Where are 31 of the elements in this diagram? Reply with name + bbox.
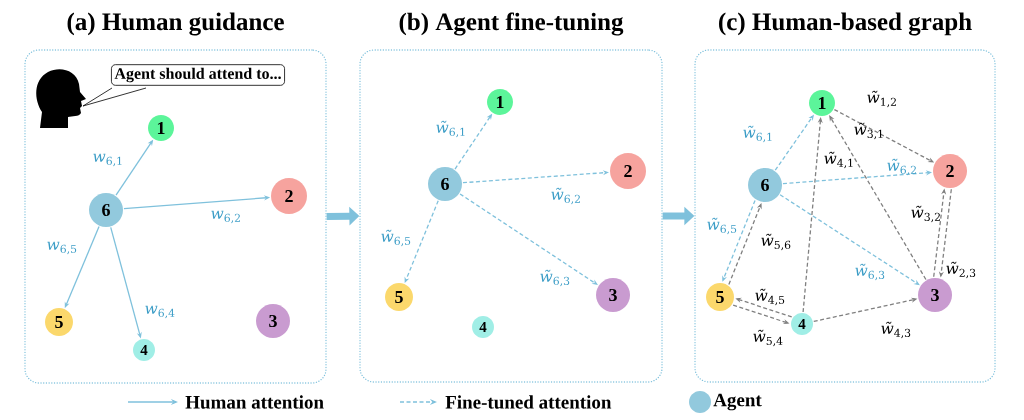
- edge-label: w̃$_{3,1}$: [854, 122, 883, 140]
- edge-label: w̃$_{5,6}$: [761, 233, 791, 251]
- edge-label: w̃$_{6,5}$: [707, 217, 737, 235]
- edge-label: w̃$_{4,1}$: [824, 151, 853, 169]
- edge-label: w̃$_{6,2}$: [551, 187, 580, 205]
- panel-title: (a) Human guidance: [67, 12, 284, 36]
- arrow: [829, 115, 927, 281]
- edge-label: w$_{6,4}$: [145, 305, 175, 319]
- edge-label: w̃$_{6,3}$: [855, 263, 885, 281]
- edge-label: w̃$_{6,1}$: [436, 120, 465, 138]
- edge-label: w̃$_{6,2}$: [887, 158, 916, 176]
- speech-bubble: Agent should attend to...: [82, 64, 285, 107]
- edge-label: w̃$_{4,5}$: [755, 288, 785, 306]
- legend-label: Agent: [713, 393, 762, 411]
- edge-label: w$_{6,2}$: [211, 210, 240, 224]
- edge-label: w̃$_{4,3}$: [881, 321, 911, 339]
- panel-title: (c) Human-based graph: [719, 12, 972, 36]
- arrow: [728, 203, 762, 286]
- edge-label: w̃$_{5,4}$: [753, 329, 783, 347]
- edge-label: w̃$_{6,3}$: [540, 269, 570, 287]
- edge-label: w̃$_{6,1}$: [743, 125, 772, 143]
- legend-label: Fine-tuned attention: [445, 395, 612, 409]
- edge-label: w̃$_{3,2}$: [911, 205, 940, 223]
- panel-title: (b) Agent fine-tuning: [399, 12, 624, 36]
- arrow: [722, 199, 756, 282]
- edge-label: w̃$_{2,3}$: [946, 261, 976, 279]
- legend-label: Human attention: [185, 395, 324, 409]
- edge-label: w$_{6,1}$: [93, 153, 122, 167]
- edge-label: w̃$_{6,5}$: [381, 229, 411, 247]
- edge-label: w$_{6,5}$: [47, 241, 77, 255]
- edge-label: w̃$_{1,2}$: [867, 90, 896, 108]
